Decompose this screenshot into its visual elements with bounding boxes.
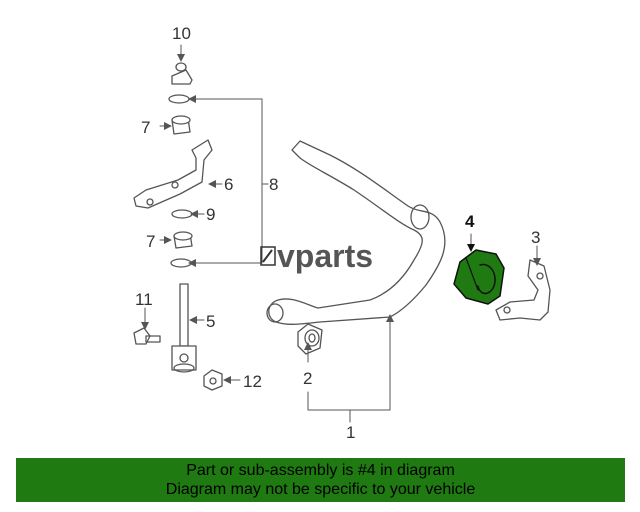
- callout-8: 8: [269, 175, 278, 194]
- callout-12: 12: [243, 372, 262, 391]
- callout-2: 2: [303, 369, 312, 388]
- callout-7-bottom: 7: [146, 232, 155, 251]
- callout-9: 9: [206, 205, 215, 224]
- arrow-heads: [141, 54, 541, 384]
- leader-lines: [144, 44, 538, 423]
- bushing-7-top: [171, 115, 191, 135]
- watermark-logo: vparts: [260, 238, 373, 274]
- callout-5: 5: [206, 312, 215, 331]
- nut-12: [203, 369, 223, 391]
- info-banner: Part or sub-assembly is #4 in diagram Di…: [16, 458, 625, 502]
- link-rod-5: [171, 283, 197, 373]
- bolt-11: [133, 327, 161, 345]
- washer-8-top: [168, 94, 190, 104]
- bushing-2: [297, 323, 323, 355]
- callout-6: 6: [224, 175, 233, 194]
- bracket-3: [495, 259, 551, 321]
- stabilizer-bar: [266, 140, 446, 325]
- callout-10: 10: [172, 24, 191, 43]
- bracket-6: [133, 139, 213, 209]
- callout-1: 1: [346, 423, 355, 442]
- callout-7-top: 7: [141, 118, 150, 137]
- banner-line-part-number: Part or sub-assembly is #4 in diagram: [186, 462, 455, 479]
- washer-9: [171, 209, 193, 219]
- callout-11: 11: [135, 290, 153, 309]
- grommet-10: [171, 62, 193, 85]
- bushing-4-highlighted: [453, 249, 505, 305]
- callout-3: 3: [531, 228, 540, 247]
- callout-4-highlighted: 4: [465, 212, 475, 231]
- banner-line-disclaimer: Diagram may not be specific to your vehi…: [165, 481, 476, 498]
- watermark-text: vparts: [277, 238, 373, 274]
- bushing-7-bottom: [173, 231, 193, 249]
